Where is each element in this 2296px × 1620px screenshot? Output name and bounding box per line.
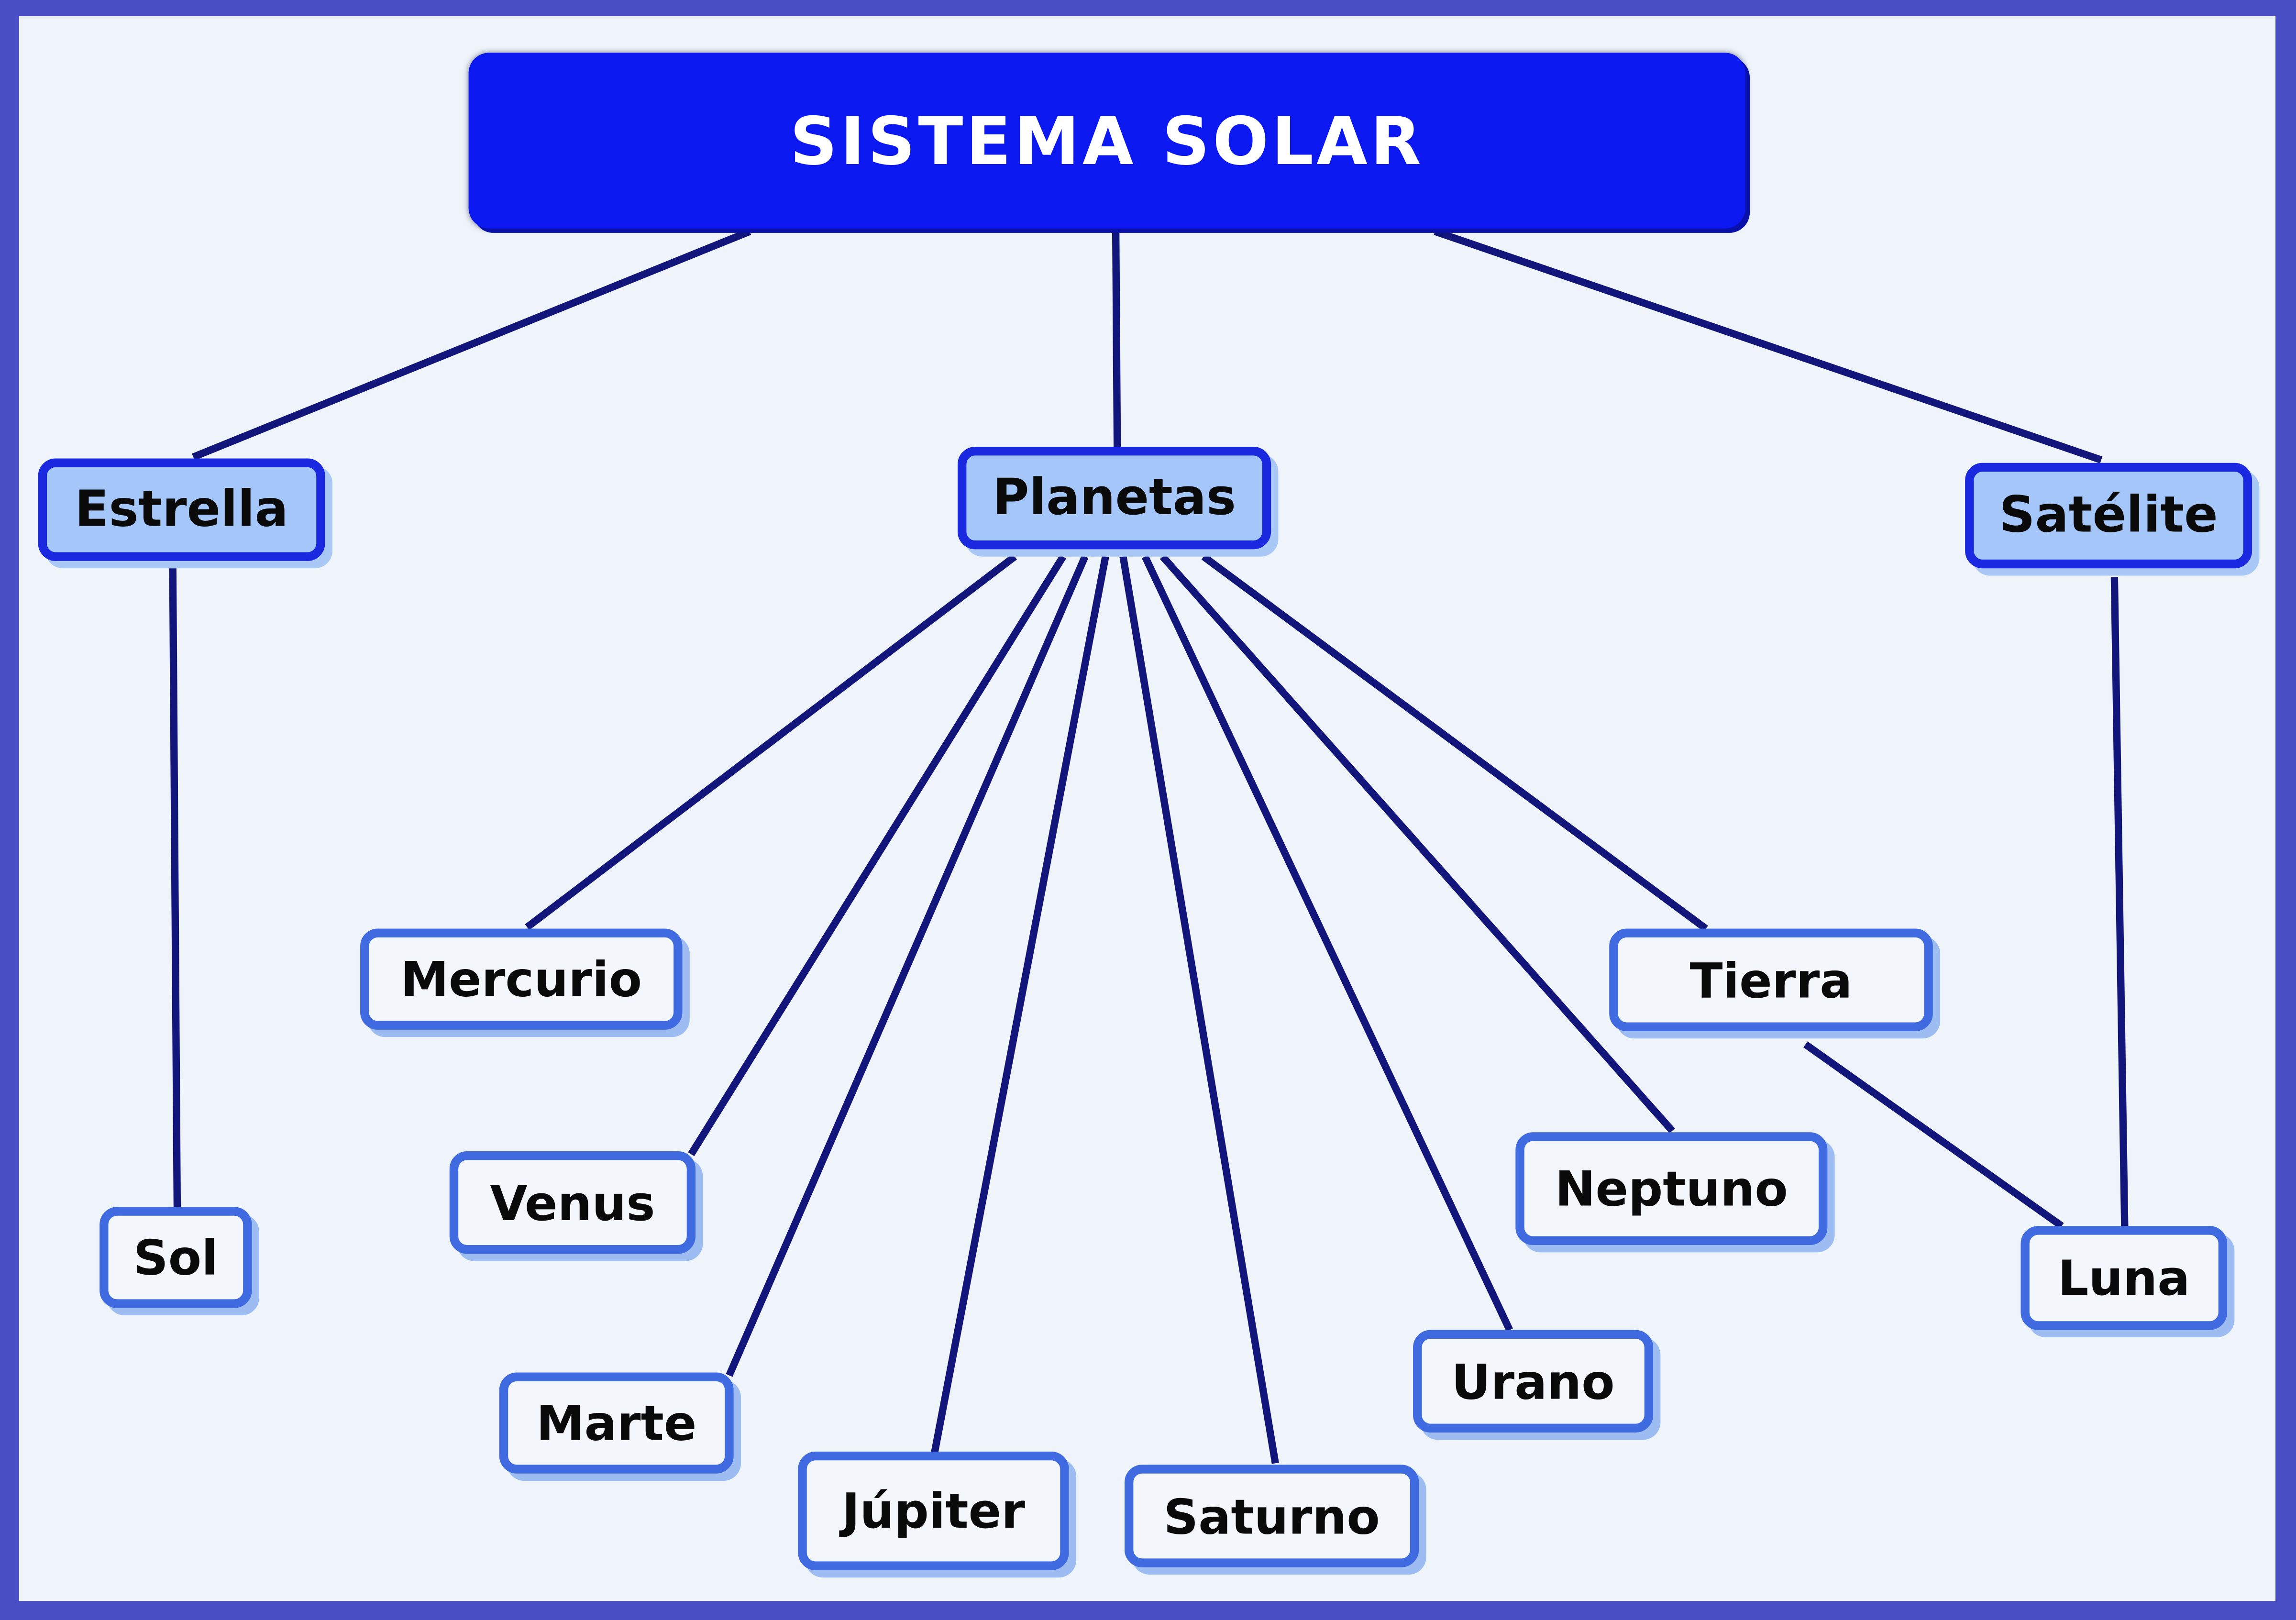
node-label: Júpiter — [841, 1482, 1026, 1540]
edge-planetas-marte — [726, 555, 1089, 1377]
leaf-node-urano[interactable]: Urano — [1413, 1330, 1654, 1433]
node-label: Satélite — [1999, 486, 2218, 545]
edge-root-estrella — [192, 228, 751, 461]
node-label: Venus — [490, 1174, 655, 1231]
node-label: Estrella — [75, 480, 288, 539]
leaf-node-marte[interactable]: Marte — [499, 1372, 734, 1474]
node-label: Urano — [1451, 1353, 1615, 1410]
edge-estrella-sol — [169, 568, 181, 1207]
node-label: Mercurio — [400, 950, 642, 1008]
leaf-node-saturno[interactable]: Saturno — [1125, 1465, 1419, 1567]
node-label: Sol — [133, 1229, 218, 1286]
leaf-node-tierra[interactable]: Tierra — [1609, 928, 1933, 1031]
node-label: Saturno — [1163, 1487, 1380, 1545]
category-node-planetas[interactable]: Planetas — [958, 447, 1271, 550]
leaf-node-neptuno[interactable]: Neptuno — [1515, 1132, 1828, 1245]
leaf-node-mercurio[interactable]: Mercurio — [360, 928, 683, 1030]
edge-planetas-saturno — [1119, 556, 1279, 1464]
edge-planetas-mercurio — [525, 553, 1017, 930]
edge-tierra-luna — [1803, 1041, 2064, 1229]
root-label: SISTEMA SOLAR — [790, 101, 1424, 180]
edge-root-satelite — [1434, 228, 2103, 463]
category-node-estrella[interactable]: Estrella — [38, 458, 325, 561]
leaf-node-jupiter[interactable]: Júpiter — [798, 1451, 1069, 1570]
node-label: Neptuno — [1555, 1160, 1788, 1217]
leaf-node-venus[interactable]: Venus — [449, 1151, 696, 1254]
edge-root-planetas — [1112, 231, 1121, 447]
edge-planetas-jupiter — [930, 556, 1109, 1455]
edge-planetas-urano — [1141, 555, 1513, 1332]
leaf-node-luna[interactable]: Luna — [2020, 1226, 2228, 1330]
leaf-node-sol[interactable]: Sol — [99, 1207, 252, 1308]
edge-satelite-luna — [2110, 577, 2129, 1226]
edge-planetas-tierra — [1201, 553, 1708, 932]
node-label: Tierra — [1689, 951, 1853, 1009]
edge-planetas-venus — [688, 554, 1066, 1157]
node-label: Marte — [536, 1394, 697, 1452]
canvas-background — [19, 16, 2276, 1601]
node-label: Luna — [2058, 1249, 2190, 1307]
node-label: Planetas — [993, 468, 1236, 528]
root-node-sistema-solar[interactable]: SISTEMA SOLAR — [468, 53, 1745, 229]
category-node-satelite[interactable]: Satélite — [1965, 463, 2252, 569]
edge-planetas-neptuno — [1159, 554, 1675, 1134]
